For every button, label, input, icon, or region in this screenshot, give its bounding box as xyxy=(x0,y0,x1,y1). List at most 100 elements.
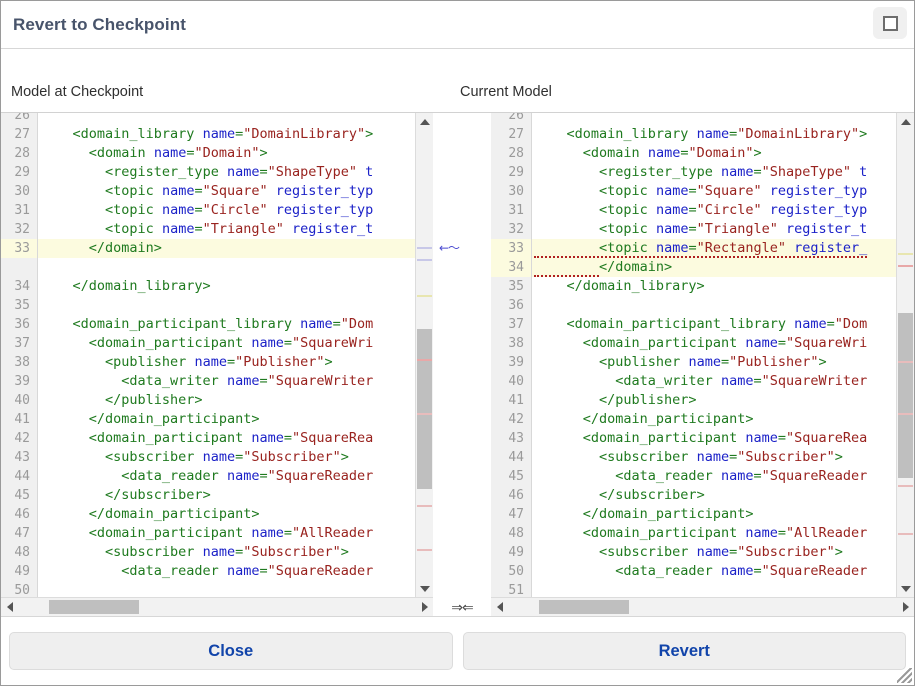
code-line[interactable] xyxy=(532,581,896,597)
code-line[interactable]: </domain> xyxy=(532,258,896,277)
code-token: name xyxy=(656,221,689,237)
left-scroll-right-button[interactable] xyxy=(416,598,433,616)
right-horizontal-scrollbar[interactable] xyxy=(491,597,914,616)
code-line[interactable]: </domain_participant> xyxy=(532,505,896,524)
code-token: </domain> xyxy=(89,240,162,256)
diff-change-marker-line-33[interactable]: ←〜 xyxy=(439,239,459,256)
code-line[interactable]: <publisher name="Publisher"> xyxy=(532,353,896,372)
code-line[interactable]: <domain_participant_library name="Dom xyxy=(38,315,415,334)
code-line[interactable]: <subscriber name="Subscriber"> xyxy=(38,543,415,562)
code-token: "ShapeType" xyxy=(762,164,851,180)
code-line[interactable]: </domain_participant> xyxy=(38,410,415,429)
left-scroll-left-button[interactable] xyxy=(1,598,18,616)
code-line[interactable]: <data_writer name="SquareWriter xyxy=(532,372,896,391)
right-vertical-scroll-thumb[interactable] xyxy=(898,313,913,478)
code-line[interactable]: <domain_participant name="AllReader xyxy=(532,524,896,543)
code-line[interactable]: <topic name="Circle" register_typ xyxy=(532,201,896,220)
code-line[interactable]: <domain_participant name="SquareWri xyxy=(532,334,896,353)
code-line[interactable]: </publisher> xyxy=(38,391,415,410)
line-number: 34 xyxy=(1,277,37,296)
code-line[interactable]: <domain name="Domain"> xyxy=(532,144,896,163)
line-number: 31 xyxy=(491,201,531,220)
code-token: <domain_participant xyxy=(583,430,746,446)
code-line[interactable] xyxy=(532,113,896,125)
code-line[interactable]: <subscriber name="Subscriber"> xyxy=(38,448,415,467)
code-line[interactable] xyxy=(532,296,896,315)
code-line[interactable]: </subscriber> xyxy=(38,486,415,505)
code-line[interactable]: <domain_participant name="SquareWri xyxy=(38,334,415,353)
right-horizontal-scroll-thumb[interactable] xyxy=(539,600,629,614)
code-line[interactable]: <domain_participant_library name="Dom xyxy=(532,315,896,334)
code-line[interactable]: <domain_participant name="SquareRea xyxy=(38,429,415,448)
left-code-area[interactable]: <domain_library name="DomainLibrary"> <d… xyxy=(38,113,415,597)
code-line[interactable]: <topic name="Triangle" register_t xyxy=(38,220,415,239)
revert-button[interactable]: Revert xyxy=(463,632,907,670)
code-line[interactable]: <domain_library name="DomainLibrary"> xyxy=(532,125,896,144)
code-line[interactable]: <data_reader name="SquareReader xyxy=(532,467,896,486)
code-line[interactable]: <topic name="Square" register_typ xyxy=(38,182,415,201)
close-button[interactable]: Close xyxy=(9,632,453,670)
code-line[interactable]: <domain_library name="DomainLibrary"> xyxy=(38,125,415,144)
left-vertical-scrollbar[interactable] xyxy=(415,113,433,597)
code-line[interactable] xyxy=(38,581,415,597)
diff-track-marker xyxy=(898,413,913,415)
left-vertical-scroll-thumb[interactable] xyxy=(417,329,432,489)
code-line[interactable]: <data_writer name="SquareWriter xyxy=(38,372,415,391)
code-token: name xyxy=(656,183,689,199)
code-line[interactable]: </domain> xyxy=(38,239,415,258)
code-line[interactable] xyxy=(38,113,415,125)
code-line[interactable]: <topic name="Rectangle" register_ xyxy=(532,239,896,258)
code-token: <domain_participant_library xyxy=(73,316,301,332)
code-line[interactable]: </domain_participant> xyxy=(532,410,896,429)
code-token: </publisher> xyxy=(599,392,697,408)
code-line[interactable]: <topic name="Square" register_typ xyxy=(532,182,896,201)
right-scroll-right-button[interactable] xyxy=(897,598,914,616)
code-line[interactable]: <data_reader name="SquareReader xyxy=(38,467,415,486)
code-line[interactable]: <register_type name="ShapeType" t xyxy=(532,163,896,182)
left-horizontal-scrollbar[interactable] xyxy=(1,597,433,616)
triangle-down-icon xyxy=(420,586,430,592)
code-line[interactable]: <domain_participant name="AllReader xyxy=(38,524,415,543)
left-scroll-up-button[interactable] xyxy=(416,113,433,130)
code-line[interactable]: <subscriber name="Subscriber"> xyxy=(532,448,896,467)
code-line[interactable]: <domain name="Domain"> xyxy=(38,144,415,163)
code-token: = xyxy=(778,430,786,446)
right-pane-label: Current Model xyxy=(460,84,552,100)
code-line[interactable]: <data_reader name="SquareReader xyxy=(38,562,415,581)
code-token: = xyxy=(688,221,696,237)
right-vertical-scrollbar[interactable] xyxy=(896,113,914,597)
changed-text-underline xyxy=(534,259,599,277)
code-line[interactable]: <domain_participant name="SquareRea xyxy=(532,429,896,448)
right-scroll-up-button[interactable] xyxy=(897,113,914,130)
code-line[interactable]: <publisher name="Publisher"> xyxy=(38,353,415,372)
code-line[interactable]: <topic name="Circle" register_typ xyxy=(38,201,415,220)
sync-scroll-button[interactable]: ⇒⇐ xyxy=(433,598,491,616)
code-token: = xyxy=(333,316,341,332)
maximize-button[interactable] xyxy=(873,7,907,39)
code-line[interactable]: <topic name="Triangle" register_t xyxy=(532,220,896,239)
right-scroll-down-button[interactable] xyxy=(897,580,914,597)
code-token xyxy=(534,544,599,560)
code-line[interactable]: </domain_participant> xyxy=(38,505,415,524)
code-line[interactable]: <register_type name="ShapeType" t xyxy=(38,163,415,182)
code-line[interactable]: </publisher> xyxy=(532,391,896,410)
right-scroll-left-button[interactable] xyxy=(491,598,508,616)
code-line[interactable]: <data_reader name="SquareReader xyxy=(532,562,896,581)
left-scroll-down-button[interactable] xyxy=(416,580,433,597)
resize-grip-icon[interactable] xyxy=(897,668,912,683)
code-token xyxy=(534,373,615,389)
right-code-area[interactable]: <domain_library name="DomainLibrary"> <d… xyxy=(532,113,896,597)
line-number: 42 xyxy=(491,410,531,429)
code-token xyxy=(40,563,121,579)
code-token: = xyxy=(753,468,761,484)
code-line[interactable]: </domain_library> xyxy=(532,277,896,296)
left-horizontal-scroll-thumb[interactable] xyxy=(49,600,139,614)
line-number: 27 xyxy=(491,125,531,144)
code-line[interactable]: </domain_library> xyxy=(38,277,415,296)
code-line[interactable]: </subscriber> xyxy=(532,486,896,505)
code-line[interactable]: <subscriber name="Subscriber"> xyxy=(532,543,896,562)
line-number: 46 xyxy=(491,486,531,505)
code-line[interactable] xyxy=(38,258,415,277)
code-line[interactable] xyxy=(38,296,415,315)
line-number: 42 xyxy=(1,429,37,448)
